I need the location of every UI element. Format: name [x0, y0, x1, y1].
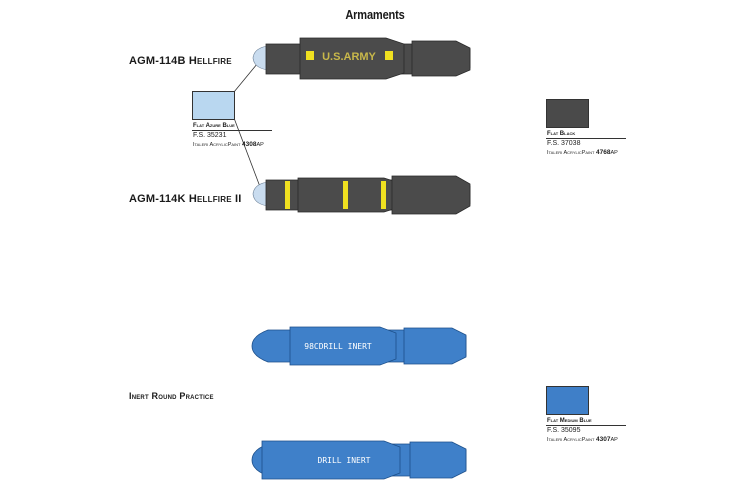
agm-114b-missile: U.S.ARMY — [252, 37, 471, 80]
agm-114b-label: AGM-114B Hellfire — [129, 55, 232, 67]
inert-round-label: Inert Round Practice — [129, 391, 214, 401]
paint-rule-medium-blue — [546, 425, 626, 426]
paint-rule-azure — [192, 130, 272, 131]
paint-fs-medium-blue: F.S. 35095 — [547, 427, 581, 434]
swatch-flat-black — [546, 99, 589, 128]
swatch-azure-blue — [192, 91, 235, 120]
paint-code-black: Italeri AcrylicPaint 4768AP — [547, 149, 618, 156]
paint-fs-azure: F.S. 35231 — [193, 132, 227, 139]
paint-name-medium-blue: Flat Medium Blue — [547, 418, 592, 424]
agm-114k-label: AGM-114K Hellfire II — [129, 193, 242, 205]
paint-fs-black: F.S. 37038 — [547, 140, 581, 147]
seeker-dome-114b — [252, 45, 269, 71]
paint-rule-black — [546, 138, 626, 139]
yellow-band-1 — [285, 181, 290, 209]
inert-round-1: 98CDRILL INERT — [251, 326, 467, 366]
paint-name-black: Flat Black — [547, 131, 576, 137]
drill-inert-marking-1: 98CDRILL INERT — [304, 342, 372, 351]
yellow-band-3 — [381, 181, 386, 209]
paint-name-azure: Flat Azure Blue — [193, 123, 235, 129]
yellow-band-2 — [343, 181, 348, 209]
seeker-dome-114k — [252, 181, 269, 207]
stripe-marker-right — [385, 51, 393, 60]
swatch-medium-blue — [546, 386, 589, 415]
agm-114k-missile — [252, 175, 471, 215]
drill-inert-marking-2: DRILL INERT — [318, 456, 371, 465]
paint-code-azure: Italeri AcrylicPaint 4308AP — [193, 141, 264, 148]
stripe-marker-left — [306, 51, 314, 60]
us-army-marking: U.S.ARMY — [322, 51, 376, 63]
inert-round-2: DRILL INERT — [251, 440, 467, 480]
paint-code-medium-blue: Italeri AcrylicPaint 4307AP — [547, 436, 618, 443]
page-title: Armaments — [345, 7, 405, 22]
